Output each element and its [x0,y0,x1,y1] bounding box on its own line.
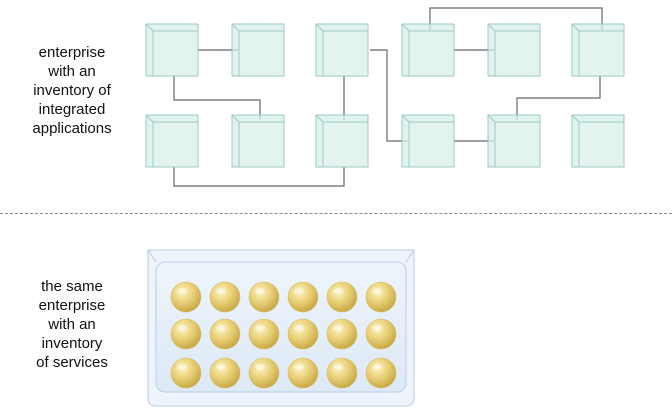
service-sphere-icon [249,282,279,312]
integration-connector [517,76,600,120]
application-cube-icon [146,115,198,167]
application-cube-icon [232,24,284,76]
service-sphere-icon [288,319,318,349]
service-sphere-icon [171,282,201,312]
application-inventory [146,24,624,167]
service-sphere-icon [327,358,357,388]
application-cube-icon [232,115,284,167]
service-sphere-icon [249,358,279,388]
service-inventory [148,250,414,406]
application-cube-icon [316,24,368,76]
service-sphere-icon [288,358,318,388]
service-sphere-icon [366,358,396,388]
application-cube-icon [316,115,368,167]
service-sphere-icon [210,358,240,388]
service-sphere-icon [366,319,396,349]
integration-connector [174,166,344,186]
service-sphere-icon [288,282,318,312]
application-cube-icon [402,115,454,167]
service-sphere-icon [210,319,240,349]
application-cube-icon [488,115,540,167]
application-cube-icon [572,24,624,76]
service-sphere-icon [327,319,357,349]
service-sphere-icon [171,319,201,349]
service-sphere-icon [327,282,357,312]
application-cube-icon [488,24,540,76]
service-sphere-icon [366,282,396,312]
service-sphere-icon [171,358,201,388]
application-cube-icon [572,115,624,167]
application-cube-icon [146,24,198,76]
service-sphere-icon [210,282,240,312]
service-sphere-icon [249,319,279,349]
integration-connector [174,76,260,120]
application-cube-icon [402,24,454,76]
